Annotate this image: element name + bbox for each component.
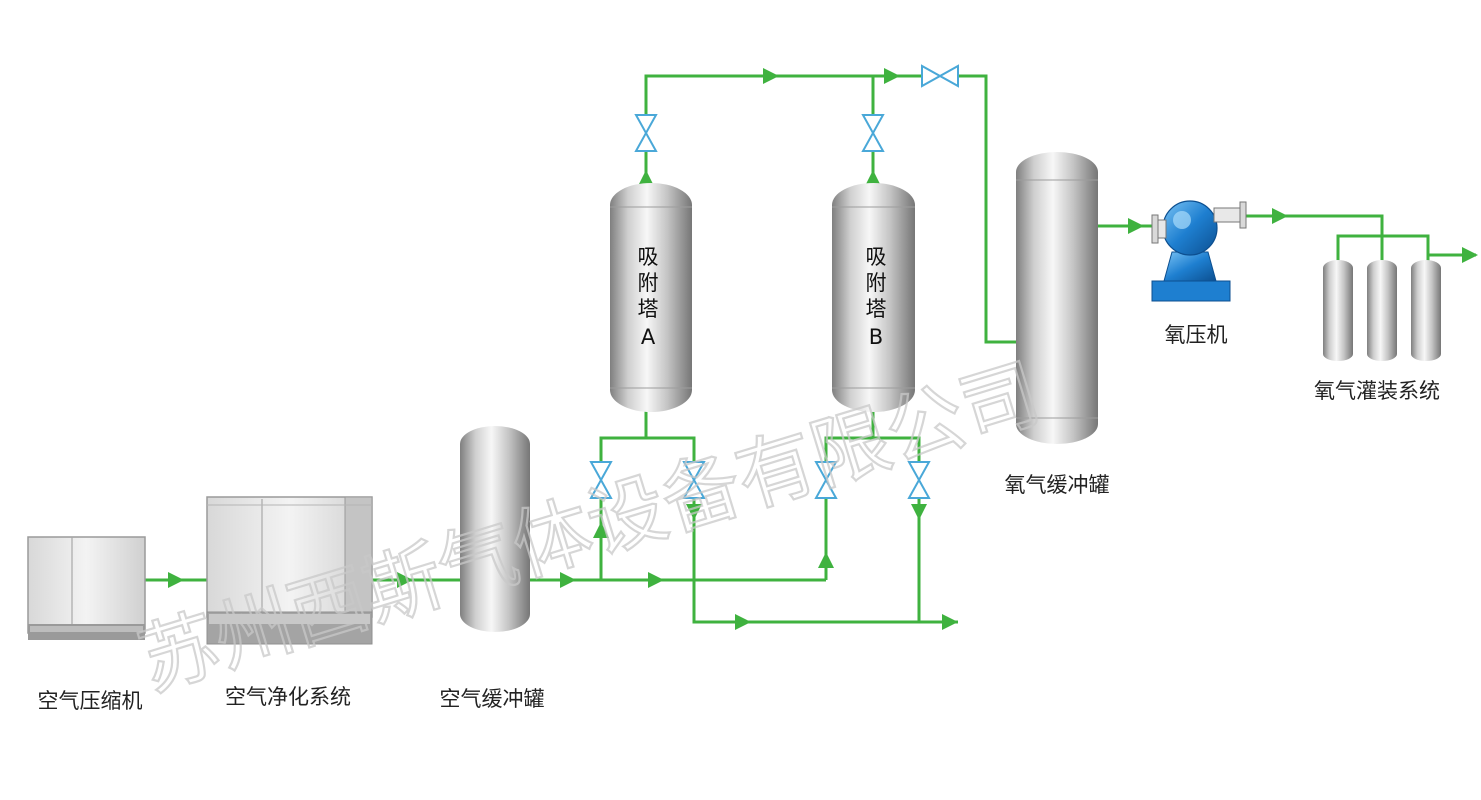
arrow-4 — [648, 572, 664, 588]
pipe-compressor-filling — [1246, 214, 1384, 262]
arrow-1 — [168, 572, 184, 588]
pipe-towerA-bottom — [599, 410, 648, 462]
arrow-11 — [638, 170, 654, 186]
valve-towerA-exhaust[interactable] — [682, 461, 706, 499]
tower-b-char-3: 塔 — [866, 297, 887, 321]
air-buffer-tank — [460, 426, 530, 632]
tower-b-label: 吸 附 塔 B — [866, 245, 887, 349]
tower-b-char-4: B — [869, 325, 883, 349]
label-oxygen-compressor: 氧压机 — [1165, 323, 1228, 347]
tower-a-char-1: 吸 — [638, 245, 659, 269]
oxygen-filling-cylinders — [1323, 260, 1441, 361]
label-air-buffer-tank: 空气缓冲罐 — [440, 687, 545, 711]
arrow-17 — [1462, 247, 1478, 263]
pipe-filling-manifold — [1336, 234, 1430, 262]
arrow-14 — [884, 68, 900, 84]
valve-towerA-top[interactable] — [634, 114, 658, 152]
arrow-16 — [1272, 208, 1288, 224]
tower-a-char-2: 附 — [638, 271, 659, 295]
gas-cylinder-1 — [1323, 260, 1353, 361]
pipe-towerB-bottom-right — [873, 436, 921, 462]
tower-b-char-1: 吸 — [866, 245, 887, 269]
arrow-7 — [686, 504, 702, 520]
tower-a-label: 吸 附 塔 A — [638, 245, 659, 349]
label-oxygen-buffer-tank: 氧气缓冲罐 — [1005, 473, 1110, 497]
valve-towerA-inlet[interactable] — [589, 461, 613, 499]
arrow-12 — [865, 170, 881, 186]
arrow-13 — [763, 68, 779, 84]
tower-a-char-4: A — [641, 325, 656, 349]
valve-o2-header[interactable] — [921, 64, 959, 88]
pipe-towerA-top2 — [644, 74, 922, 114]
arrow-9 — [735, 614, 751, 630]
arrow-5 — [593, 522, 609, 538]
adsorption-tower-b — [832, 183, 915, 412]
pipe-towerA-bottom-right — [646, 436, 696, 462]
adsorption-tower-a — [610, 183, 692, 412]
air-compressor — [27, 536, 146, 640]
gas-cylinder-2 — [1367, 260, 1397, 361]
valve-towerB-top[interactable] — [861, 114, 885, 152]
pipe-exhaust-A — [692, 490, 958, 624]
arrow-15 — [1128, 218, 1144, 234]
gas-cylinder-3 — [1411, 260, 1441, 361]
oxygen-compressor — [1151, 200, 1247, 302]
label-air-purification-system: 空气净化系统 — [225, 685, 351, 709]
pipe-header-o2buffer — [958, 74, 1016, 344]
label-air-compressor: 空气压缩机 — [38, 689, 143, 713]
arrow-3 — [560, 572, 576, 588]
oxygen-buffer-tank — [1016, 152, 1098, 444]
air-purification-system — [206, 496, 373, 645]
valves — [589, 64, 959, 499]
arrow-6 — [818, 552, 834, 568]
flow-arrows — [168, 68, 1478, 630]
valve-towerB-inlet[interactable] — [814, 461, 838, 499]
label-oxygen-filling-system: 氧气灌装系统 — [1314, 379, 1440, 403]
tower-a-char-3: 塔 — [638, 297, 659, 321]
arrow-2 — [397, 572, 413, 588]
arrow-10 — [942, 614, 958, 630]
valve-towerB-exhaust[interactable] — [907, 461, 931, 499]
tower-b-char-2: 附 — [866, 271, 887, 295]
pipe-towerB-bottom — [824, 410, 875, 462]
arrow-8 — [911, 504, 927, 520]
